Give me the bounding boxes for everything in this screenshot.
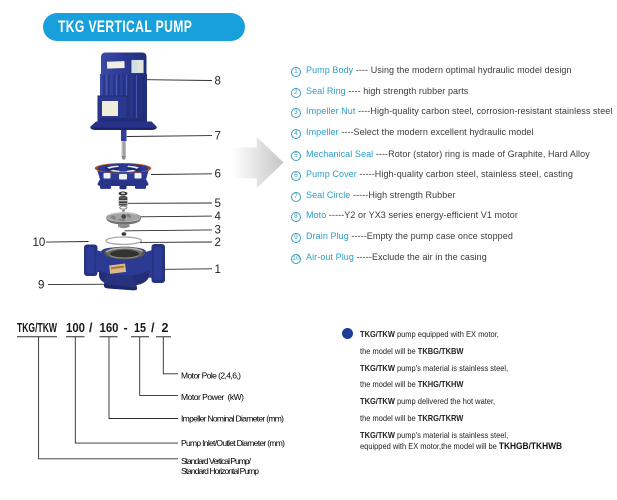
svg-text:8: 8 (215, 76, 221, 88)
svg-text:15: 15 (134, 321, 146, 335)
svg-text:6: 6 (215, 169, 221, 181)
svg-text:3: 3 (215, 224, 221, 236)
svg-text:Motor Power (kW): Motor Power (kW) (181, 392, 244, 402)
svg-text:9: 9 (38, 280, 44, 292)
svg-text:10: 10 (33, 237, 46, 249)
svg-text:Impeller Nominal Diameter (mm): Impeller Nominal Diameter (mm) (181, 414, 284, 424)
svg-text:7: 7 (215, 131, 221, 143)
svg-text:Pump Inlet/Outlet Diameter (mm: Pump Inlet/Outlet Diameter (mm) (181, 438, 285, 448)
svg-text:/: / (89, 321, 93, 335)
svg-text:4: 4 (215, 211, 222, 223)
svg-text:Motor Pole (2,4,6,): Motor Pole (2,4,6,) (181, 370, 241, 380)
svg-text:/: / (151, 321, 155, 335)
svg-text:1: 1 (215, 264, 221, 276)
svg-text:-: - (124, 321, 128, 335)
svg-text:100: 100 (66, 321, 85, 335)
svg-text:Standard Vertical Pump/: Standard Vertical Pump/ (181, 456, 252, 466)
svg-text:2: 2 (215, 237, 221, 249)
svg-text:TKG/TKW: TKG/TKW (17, 320, 57, 335)
svg-text:5: 5 (215, 198, 221, 210)
svg-text:160: 160 (100, 321, 119, 335)
svg-text:2: 2 (162, 321, 169, 335)
svg-text:Standard Horizontal Pump: Standard Horizontal Pump (181, 466, 259, 476)
